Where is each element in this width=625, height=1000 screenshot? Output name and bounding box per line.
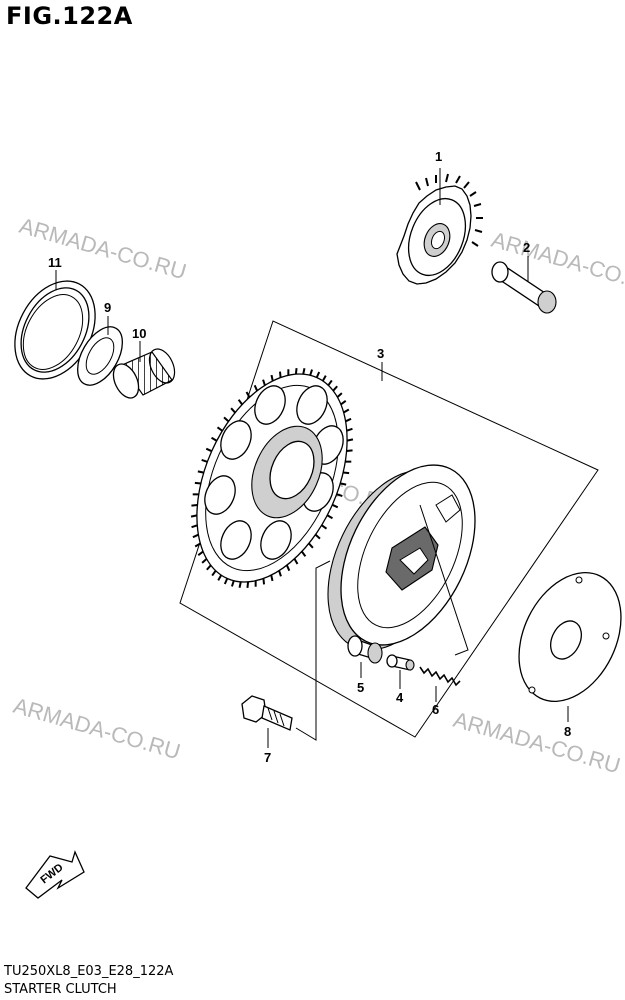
gear-tooth	[216, 426, 223, 432]
gear-tooth	[294, 368, 298, 375]
watermark-top-right: ARMADA-CO.RU	[489, 227, 625, 299]
gear-tooth	[340, 400, 347, 406]
diagram-title: STARTER CLUTCH	[4, 982, 117, 997]
gear-tooth	[211, 436, 218, 442]
gear-tooth	[230, 407, 236, 414]
callout-leaders	[55, 168, 569, 748]
gear-tooth	[197, 470, 204, 474]
gear-tooth	[237, 399, 243, 406]
gear-tooth	[231, 580, 235, 587]
callout-9: 9	[104, 300, 111, 315]
gear-tooth	[346, 449, 353, 452]
part-5-roller	[347, 635, 383, 664]
gear-tooth	[285, 564, 291, 572]
part-2-shaft	[491, 261, 557, 314]
watermark-bottom-right: ARMADA-CO.RU	[451, 707, 624, 779]
gear-tooth	[253, 384, 259, 392]
gear-tooth	[332, 385, 338, 392]
callout-4: 4	[396, 690, 404, 705]
gear-tooth	[293, 558, 299, 565]
gear-tooth	[270, 374, 274, 382]
gear-tooth	[326, 514, 333, 520]
callout-11: 11	[48, 255, 62, 270]
gear-tooth	[206, 564, 212, 571]
callout-1: 1	[435, 149, 442, 164]
part-7-bolt	[241, 695, 293, 731]
callout-10: 10	[132, 326, 146, 341]
leader-bolt	[295, 560, 331, 741]
part-3-clutch-gear	[190, 368, 354, 588]
callout-7: 7	[264, 750, 271, 765]
gear-tooth	[191, 504, 198, 507]
gear-tooth	[238, 581, 242, 588]
gear-tooth	[205, 447, 213, 453]
gear-tooth	[194, 542, 201, 548]
gear-tooth	[262, 578, 266, 585]
gear-tooth	[223, 578, 229, 585]
part-11-seal-ring	[14, 280, 96, 380]
gear-tooth	[211, 570, 217, 577]
gear-tooth	[270, 574, 274, 582]
part-1-starter-idle-gear	[396, 173, 483, 285]
watermark-top-left: ARMADA-CO.RU	[17, 213, 190, 285]
gear-tooth	[327, 379, 333, 386]
gear-tooth	[308, 542, 314, 549]
callout-8: 8	[564, 724, 571, 739]
gear-tooth	[315, 371, 321, 378]
gear-tooth	[246, 581, 250, 588]
gear-tooth	[278, 570, 282, 577]
gear-tooth	[331, 503, 339, 509]
gear-tooth	[278, 371, 282, 378]
gear-tooth	[345, 417, 352, 423]
part-8-plate	[518, 571, 622, 703]
gear-tooth	[192, 533, 199, 539]
gear-tooth	[217, 574, 223, 581]
gear-tooth	[321, 524, 328, 530]
callout-numbers: 1 2 3 4 5 6 7 8 9 10 11	[48, 149, 571, 765]
gear-tooth	[302, 368, 306, 375]
part-9-washer	[77, 326, 123, 386]
gear-tooth	[321, 375, 327, 382]
diagram-code: TU250XL8_E03_E28_122A	[4, 964, 174, 979]
part-10-needle-bearing	[112, 348, 176, 399]
gear-tooth	[194, 481, 201, 485]
callout-5: 5	[357, 680, 364, 695]
gear-tooth	[245, 391, 251, 398]
gear-tooth	[336, 493, 343, 497]
gear-tooth	[262, 379, 266, 386]
callout-6: 6	[432, 702, 439, 717]
gear-tooth	[343, 471, 350, 475]
figure-title: FIG.122A	[6, 2, 133, 30]
gear-tooth	[191, 524, 198, 529]
callout-3: 3	[377, 346, 384, 361]
gear-tooth	[314, 533, 321, 540]
gear-tooth	[346, 438, 354, 442]
gear-tooth	[223, 416, 230, 423]
gear-tooth	[190, 514, 198, 518]
gear-tooth	[343, 408, 350, 414]
gear-tooth	[201, 558, 208, 564]
gear-tooth	[301, 550, 307, 557]
gear-tooth	[346, 427, 353, 432]
callout-2: 2	[523, 240, 530, 255]
gear-tooth	[336, 392, 343, 398]
gear-tooth	[309, 369, 313, 376]
fwd-arrow: FWD	[25, 850, 85, 899]
watermark-bottom-left: ARMADA-CO.RU	[11, 693, 184, 765]
part-4-plunger	[386, 654, 415, 671]
part-6-spring	[419, 666, 461, 687]
gear-tooth	[197, 550, 204, 556]
gear-tooth	[201, 459, 208, 463]
leader-housing	[419, 504, 469, 656]
gear-tooth	[340, 482, 347, 486]
